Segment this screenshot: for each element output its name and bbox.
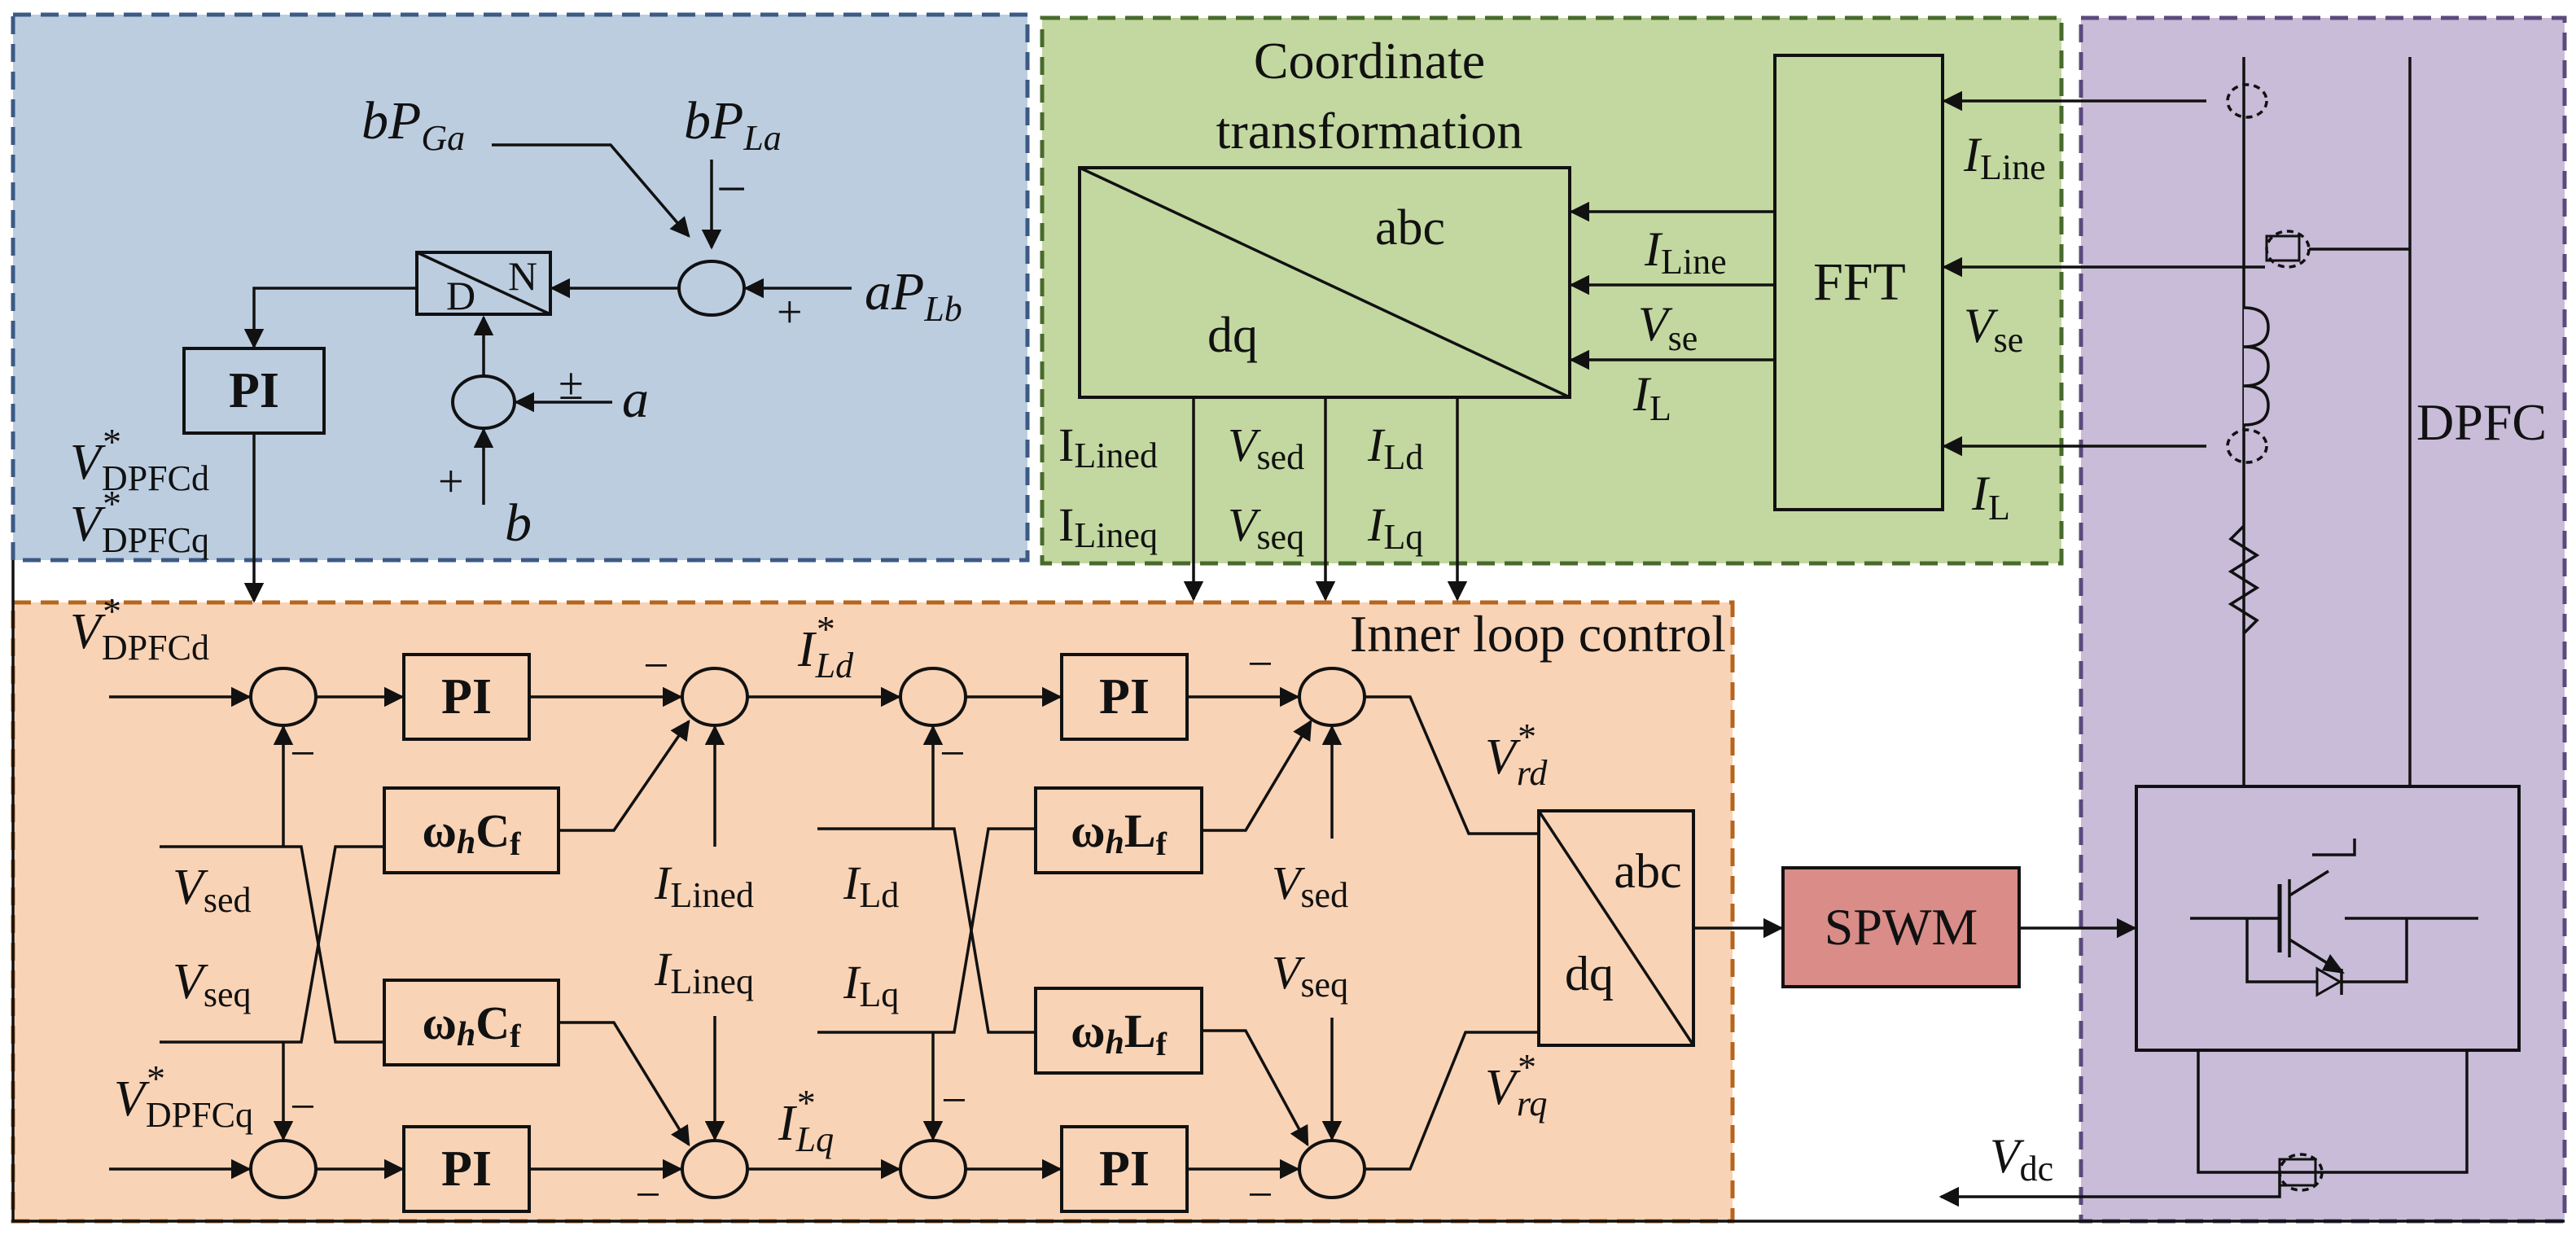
ilined-label: ILined (654, 856, 754, 915)
fft-right-iline: ILine (1963, 128, 2046, 187)
region-inner-loop-control (11, 600, 1735, 1224)
fft-label: FFT (1813, 252, 1906, 312)
minus-sum-vd-bottom: − (290, 729, 316, 779)
coord-in-il: IL (1632, 367, 1671, 428)
inner-loop-title: Inner loop control (1350, 605, 1726, 663)
divider-slash (416, 251, 551, 316)
vsed-left: Vsed (173, 860, 252, 920)
input-a: a (622, 370, 649, 429)
line-wld-sum (1202, 719, 1312, 832)
line-bpga (492, 143, 690, 238)
divider-block (415, 251, 552, 316)
dc-link-wire (2197, 1050, 2469, 1174)
minus-sum-vq-top: − (290, 1082, 316, 1132)
ilineq-label: ILineq (654, 943, 754, 1001)
ct-vse-icon (2265, 230, 2311, 269)
out-ild: ILd (1367, 418, 1423, 477)
pi-vd-label: PI (441, 669, 492, 725)
input-aplb: aPLb (865, 262, 962, 329)
wl-q-label: ωhLf (1071, 1005, 1167, 1062)
out-vdpfcd: V*DPFCd (70, 421, 209, 498)
sign-minus-bpla: − (716, 160, 747, 219)
wl-d-label: ωhLf (1071, 804, 1167, 862)
vseq-right: Vseq (1272, 946, 1348, 1005)
dq-abc-dq: dq (1565, 947, 1614, 1001)
ct-il-icon (2226, 428, 2268, 464)
vseq-left: Vseq (173, 954, 252, 1014)
minus-sum-iq-bottom: − (635, 1170, 661, 1220)
pi-vq-label: PI (441, 1141, 492, 1197)
line-ilq-cross (817, 827, 1034, 1034)
line-wcd-sum (559, 719, 690, 832)
input-b: b (505, 493, 532, 553)
ild-label: ILd (843, 856, 899, 915)
line-vseq-cross (160, 845, 383, 1044)
vrd-label: V*rd (1485, 716, 1548, 793)
coord-in-vse: Vse (1638, 297, 1698, 358)
region-power-control (11, 12, 1030, 563)
out-ilq: ILq (1367, 498, 1423, 557)
coordinate-title-line1: Coordinate (1254, 32, 1485, 90)
minus-sum-vrq-bottom: − (1247, 1170, 1273, 1220)
region-coordinate-transformation (1040, 15, 2064, 566)
fft-right-il: IL (1971, 466, 2010, 528)
ref-vdpfcq: V*DPFCq (114, 1058, 253, 1135)
ct-iline-icon (2226, 83, 2268, 119)
dpfc-title: DPFC (2416, 393, 2547, 451)
fft-block (1773, 54, 1944, 511)
ild-ref: I*Ld (797, 608, 854, 685)
out-vseq: Vseq (1228, 498, 1304, 557)
fft-right-vse: Vse (1964, 299, 2023, 360)
vdc-label: Vdc (1990, 1129, 2053, 1189)
sign-plus-aplb: + (777, 287, 803, 338)
out-ilined: ILined (1058, 418, 1158, 475)
dq-abc-abc: abc (1614, 844, 1681, 898)
abc-dq-dq: dq (1207, 308, 1258, 363)
pi-iq-label: PI (1099, 1141, 1150, 1197)
sign-plus-b: + (438, 457, 464, 507)
pi-power-label: PI (229, 363, 279, 418)
line-vrq (1365, 1031, 1537, 1171)
minus-sum-id-left: − (643, 641, 669, 691)
pi-id-label: PI (1099, 669, 1150, 725)
igbt-icon (2190, 839, 2478, 997)
sign-pm-a: ± (559, 359, 584, 409)
abc-dq-abc: abc (1375, 200, 1445, 256)
divider-n: N (508, 253, 537, 299)
ref-vdpfcd: V*DPFCd (70, 590, 209, 668)
minus-sum-iq-top: − (941, 1075, 967, 1126)
minus-sum-vrd-left: − (1247, 639, 1273, 690)
wc-q-label: ωhCf (423, 996, 522, 1054)
out-vdpfcq: V*DPFCq (70, 483, 209, 560)
ilq-label: ILq (843, 956, 899, 1014)
line-wlq-sum (1202, 1029, 1309, 1147)
converter-block (2135, 785, 2521, 1052)
dq-abc-slash (1537, 810, 1695, 1046)
resistor-icon (2228, 524, 2260, 635)
coord-in-iline: ILine (1644, 222, 1727, 282)
line-wcq-sum (559, 1021, 690, 1147)
outer-frame (11, 560, 2565, 1223)
vsed-right: Vsed (1272, 856, 1348, 915)
spwm-block (1781, 866, 2021, 988)
minus-sum-id-bottom: − (940, 729, 966, 779)
spwm-label: SPWM (1825, 898, 1978, 956)
divider-d: D (446, 273, 475, 318)
line-vdc (1939, 1172, 2281, 1207)
line-divider-to-pi (243, 287, 417, 349)
vrq-label: V*rq (1485, 1046, 1547, 1123)
wc-d-label: ωhCf (423, 804, 522, 862)
region-dpfc (2079, 15, 2567, 1224)
line-vrd (1365, 695, 1537, 835)
input-bpla: bPLa (684, 91, 782, 158)
ilq-ref: I*Lq (778, 1082, 834, 1159)
coordinate-title-line2: transformation (1216, 102, 1523, 160)
out-ilineq: ILineq (1058, 498, 1158, 555)
abc-dq-slash (1079, 166, 1571, 399)
inductor-icon (2243, 306, 2270, 427)
out-vsed: Vsed (1228, 418, 1304, 477)
input-bpga: bPGa (361, 91, 465, 158)
